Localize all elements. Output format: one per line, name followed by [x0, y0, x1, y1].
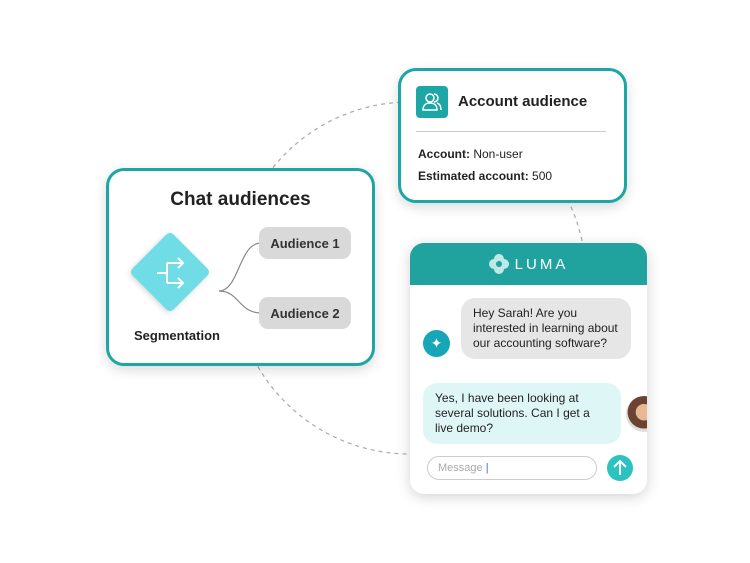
- message-input[interactable]: Message |: [427, 456, 597, 480]
- audience-1-pill: Audience 1: [259, 227, 351, 259]
- sparkle-bot-avatar-icon: ✦: [423, 330, 450, 357]
- chat-header: LUMA: [410, 243, 647, 285]
- account-audience-title: Account audience: [458, 93, 588, 110]
- user-message-bubble: Yes, I have been looking at several solu…: [423, 383, 621, 444]
- estimated-label: Estimated account:: [418, 169, 529, 183]
- luma-logo-icon: [488, 254, 509, 274]
- divider: [416, 131, 606, 132]
- send-button[interactable]: [607, 455, 633, 481]
- split-arrow-icon: [157, 257, 185, 289]
- chat-widget: LUMA Hey Sarah! Are you interested in le…: [410, 243, 647, 494]
- users-icon: [416, 86, 448, 118]
- arrow-up-icon: [613, 459, 627, 475]
- estimated-value: 500: [532, 169, 553, 183]
- segmentation-label: Segmentation: [134, 328, 220, 343]
- bot-message-bubble: Hey Sarah! Are you interested in learnin…: [461, 298, 631, 359]
- brand-name: LUMA: [514, 255, 569, 273]
- account-value: Non-user: [473, 147, 523, 161]
- audience-2-pill: Audience 2: [259, 297, 351, 329]
- chat-audiences-card: Chat audiences Segmentation Audience 1 A…: [106, 168, 375, 366]
- segmentation-connectors: [218, 242, 262, 314]
- chat-audiences-title: Chat audiences: [170, 189, 311, 210]
- account-audience-card: Account audience Account: Non-user Estim…: [398, 68, 627, 203]
- user-avatar: [626, 396, 647, 432]
- account-label: Account:: [418, 147, 470, 161]
